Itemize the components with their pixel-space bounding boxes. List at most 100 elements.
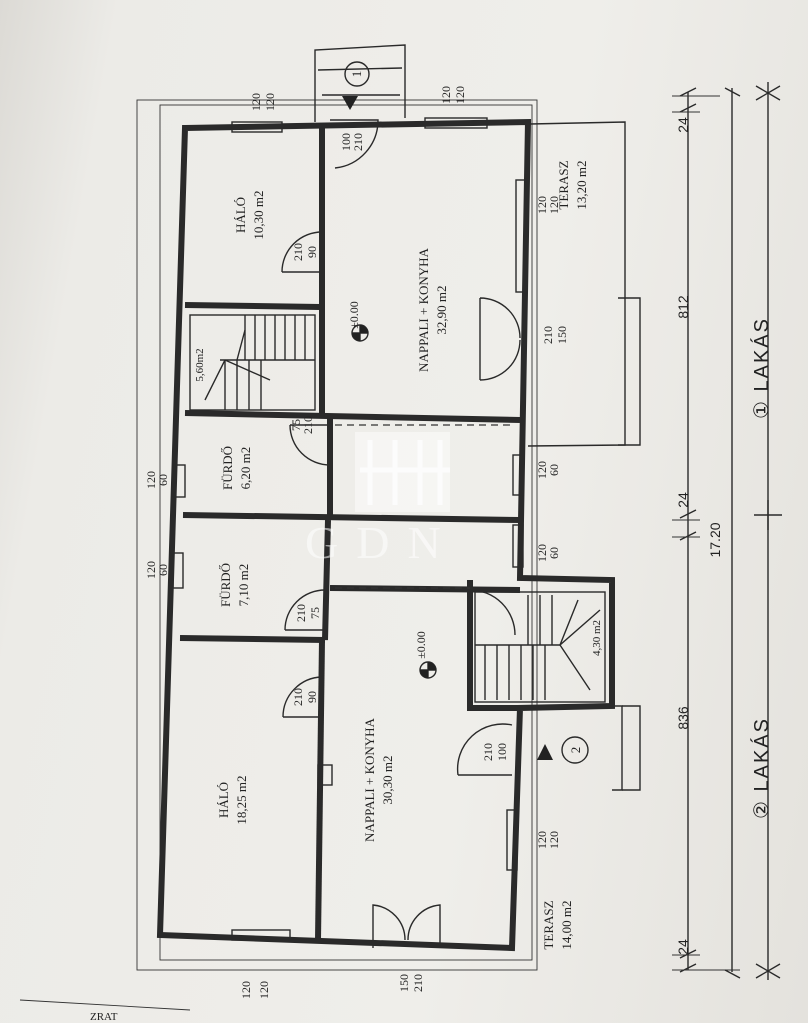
dimension-lines xyxy=(672,82,782,980)
terrace-top-rail xyxy=(618,297,641,446)
window-label-halo-bottom: 120 120 xyxy=(239,981,271,999)
room-name-terasz-bottom: TERASZ xyxy=(541,900,556,949)
room-area-halo-bottom: 18,25 m2 xyxy=(234,775,249,824)
room-area-nappali-bottom: 30,30 m2 xyxy=(380,755,395,804)
dim-24-top: 24 xyxy=(675,117,691,133)
svg-text:120: 120 xyxy=(535,196,549,214)
door-label-entry-top: 100 210 xyxy=(339,133,365,151)
window-label-left-a: 120 60 xyxy=(144,471,170,489)
entrance-number-2: 2 xyxy=(568,747,583,754)
wall-halo-bottom xyxy=(315,639,325,941)
entrance-number-1: 1 xyxy=(349,71,364,78)
svg-text:120: 120 xyxy=(144,561,158,579)
entry-porch-top xyxy=(314,44,406,122)
room-area-terasz-top: 13,20 m2 xyxy=(574,160,589,209)
window-label-halo-top: 120 120 xyxy=(249,93,277,111)
dim-836: 836 xyxy=(675,706,691,730)
dim-24-bottom: 24 xyxy=(675,939,691,955)
door-label-entry-bottom: 210 100 xyxy=(481,743,509,761)
svg-text:120: 120 xyxy=(263,93,277,111)
door-label-furdo-b: 210 75 xyxy=(294,604,322,622)
svg-text:120: 120 xyxy=(144,471,158,489)
wall-halo-top xyxy=(184,125,325,415)
dim-1720: 17.20 xyxy=(707,522,723,557)
door-swings xyxy=(281,119,521,948)
window-label-terrace-top: 120 120 xyxy=(535,196,561,214)
room-name-nappali-bottom: NAPPALI + KONYHA xyxy=(362,717,377,841)
wall-furdo-a xyxy=(182,418,521,523)
svg-text:120: 120 xyxy=(257,981,271,999)
svg-text:90: 90 xyxy=(305,246,319,258)
door-label-terrace-top: 210 150 xyxy=(541,326,569,344)
svg-text:210: 210 xyxy=(541,326,555,344)
level-marker-top xyxy=(351,324,369,342)
svg-text:210: 210 xyxy=(291,243,305,261)
site-outline xyxy=(136,99,538,971)
svg-text:120: 120 xyxy=(439,86,453,104)
terrace-top-outline xyxy=(527,121,626,447)
svg-text:100: 100 xyxy=(339,133,353,151)
level-text-top: ±0.00 xyxy=(347,301,361,329)
room-area-terasz-bottom: 14,00 m2 xyxy=(559,900,574,949)
door-label-halo-top: 210 90 xyxy=(291,243,319,261)
room-name-terasz-top: TERASZ xyxy=(556,160,571,209)
room-area-furdo-a: 6,20 m2 xyxy=(238,447,253,490)
svg-text:150: 150 xyxy=(555,326,569,344)
label-lakas-2: ② LAKÁS xyxy=(750,717,773,819)
svg-text:120: 120 xyxy=(547,831,561,849)
terrace-bottom-rail xyxy=(622,705,641,791)
window-label-right-a: 120 60 xyxy=(535,461,561,479)
wall-stair-bottom xyxy=(467,580,520,711)
svg-text:120: 120 xyxy=(535,831,549,849)
svg-text:210: 210 xyxy=(411,974,425,992)
staircase-bottom xyxy=(474,591,606,703)
staircase-top xyxy=(189,314,316,411)
svg-text:60: 60 xyxy=(156,474,170,486)
svg-text:75: 75 xyxy=(308,607,322,619)
stair-area-bottom: 4,30 m2 xyxy=(591,620,603,656)
wall-furdo-b xyxy=(179,519,331,643)
svg-text:120: 120 xyxy=(535,544,549,562)
wall-stair-top xyxy=(184,410,521,423)
svg-text:120: 120 xyxy=(249,93,263,111)
svg-text:100: 100 xyxy=(495,743,509,761)
room-name-nappali-top: NAPPALI + KONYHA xyxy=(416,247,431,371)
dim-24-mid: 24 xyxy=(675,492,691,508)
svg-text:120: 120 xyxy=(535,461,549,479)
svg-text:120: 120 xyxy=(547,196,561,214)
svg-text:60: 60 xyxy=(156,564,170,576)
eave-outline xyxy=(159,104,533,961)
svg-text:75: 75 xyxy=(289,419,303,431)
corner-box-line xyxy=(19,999,191,1011)
room-area-furdo-b: 7,10 m2 xyxy=(236,564,251,607)
level-text-bottom: ±0.00 xyxy=(414,631,428,659)
room-name-halo-bottom: HÁLÓ xyxy=(216,782,231,818)
window-label-nappali-top: 120 120 xyxy=(439,86,467,104)
room-area-halo-top: 10,30 m2 xyxy=(251,190,266,239)
room-area-nappali-top: 32,90 m2 xyxy=(434,285,449,334)
level-marker-bottom xyxy=(419,661,437,679)
stair-area-top: 5,60m2 xyxy=(194,348,206,381)
label-lakas-1: ① LAKÁS xyxy=(750,317,773,419)
entrance-marker-1 xyxy=(342,61,370,110)
svg-text:210: 210 xyxy=(351,133,365,151)
door-label-furdo-a: 75 210 xyxy=(289,416,315,434)
dim-812: 812 xyxy=(675,295,691,319)
svg-text:120: 120 xyxy=(453,86,467,104)
svg-text:120: 120 xyxy=(239,981,253,999)
svg-text:210: 210 xyxy=(301,416,315,434)
room-name-furdo-b: FÜRDŐ xyxy=(218,563,233,607)
svg-text:60: 60 xyxy=(547,547,561,559)
terrace-bottom-outline xyxy=(520,705,623,791)
room-name-halo-top: HÁLÓ xyxy=(233,197,248,233)
svg-text:60: 60 xyxy=(547,464,561,476)
window-label-left-b: 120 60 xyxy=(144,561,170,579)
svg-text:150: 150 xyxy=(397,974,411,992)
svg-text:210: 210 xyxy=(291,688,305,706)
door-label-terrace-bottom: 150 210 xyxy=(397,974,425,992)
window-label-nappali-bottom: 120 120 xyxy=(535,831,561,849)
watermark-text: GDN xyxy=(305,517,459,568)
windows xyxy=(172,117,527,941)
